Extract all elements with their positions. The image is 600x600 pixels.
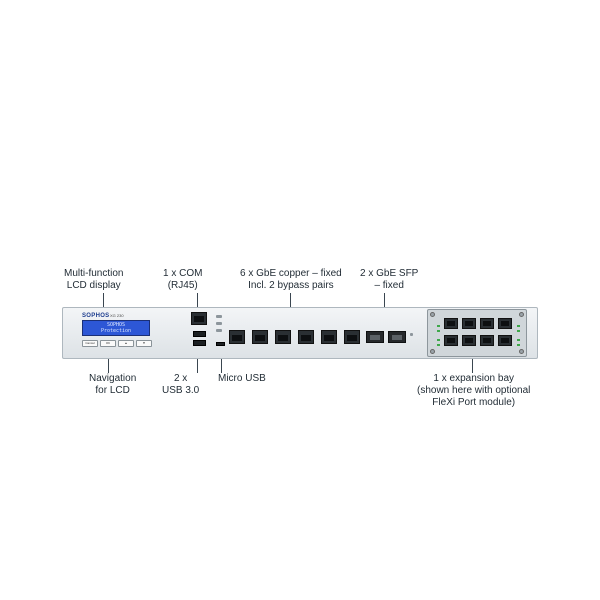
bay-screw-icon	[519, 312, 524, 317]
module-led	[437, 330, 440, 332]
callout-usb-line2: USB 3.0	[162, 385, 200, 396]
module-led	[517, 330, 520, 332]
gbe-copper-port-2[interactable]	[252, 330, 268, 344]
callout-usb-line1: 2 x	[173, 373, 188, 384]
callout-copper-line1: 6 x GbE copper – fixed	[240, 268, 342, 279]
nav-down-button[interactable]: ▼	[136, 340, 152, 347]
module-port-4[interactable]	[498, 318, 512, 329]
callout-bay-line3: FleXi Port module)	[432, 397, 516, 408]
status-led-1	[216, 315, 222, 318]
callout-lcd-line2: LCD display	[66, 280, 121, 291]
callout-com-line2: (RJ45)	[167, 280, 198, 291]
nav-ok-button[interactable]: OK	[100, 340, 116, 347]
gbe-copper-port-5[interactable]	[321, 330, 337, 344]
com-rj45-port[interactable]	[191, 312, 207, 325]
sfp-port-1[interactable]	[366, 331, 384, 343]
module-port-5[interactable]	[444, 335, 458, 346]
callout-micro-usb: Micro USB	[218, 373, 266, 385]
status-led-2	[216, 322, 222, 325]
gbe-copper-port-3[interactable]	[275, 330, 291, 344]
callout-micro-usb-line1: Micro USB	[218, 373, 266, 384]
callout-navigation: Navigation for LCD	[89, 373, 136, 397]
leader-com	[197, 293, 198, 311]
callout-com-line1: 1 x COM	[163, 268, 203, 279]
callout-lcd-line1: Multi-function	[64, 268, 124, 279]
leader-bay	[472, 357, 473, 373]
callout-copper-line2: Incl. 2 bypass pairs	[248, 280, 334, 291]
brand-logo: SOPHOS	[82, 313, 110, 319]
callout-gbe-sfp: 2 x GbE SFP – fixed	[360, 268, 418, 292]
callout-bay-line2: (shown here with optional	[417, 385, 531, 396]
lcd-display: SOPHOS Protection	[82, 320, 150, 336]
module-port-3[interactable]	[480, 318, 494, 329]
module-port-1[interactable]	[444, 318, 458, 329]
bay-screw-icon	[430, 349, 435, 354]
module-port-2[interactable]	[462, 318, 476, 329]
usb-port-1[interactable]	[193, 331, 206, 337]
callout-usb: 2 x USB 3.0	[162, 373, 199, 397]
module-led	[517, 339, 520, 341]
leader-micro-usb	[221, 351, 222, 373]
gbe-copper-port-6[interactable]	[344, 330, 360, 344]
callout-lcd-display: Multi-function LCD display	[64, 268, 123, 292]
leader-usb	[197, 351, 198, 373]
lcd-line2: Protection	[100, 328, 132, 334]
callout-nav-line1: Navigation	[89, 373, 137, 384]
leader-lcd	[103, 293, 104, 311]
bay-screw-icon	[430, 312, 435, 317]
lcd-line1: SOPHOS	[106, 322, 126, 328]
bay-screw-icon	[519, 349, 524, 354]
module-led	[437, 325, 440, 327]
callout-com-port: 1 x COM (RJ45)	[163, 268, 202, 292]
callout-gbe-copper: 6 x GbE copper – fixed Incl. 2 bypass pa…	[240, 268, 342, 292]
gbe-copper-port-4[interactable]	[298, 330, 314, 344]
module-led	[517, 325, 520, 327]
callout-sfp-line2: – fixed	[374, 280, 404, 291]
sfp-port-2[interactable]	[388, 331, 406, 343]
nav-cancel-button[interactable]: Cancel	[82, 340, 98, 347]
module-led	[517, 344, 520, 346]
usb-port-2[interactable]	[193, 340, 206, 346]
module-led	[437, 344, 440, 346]
callout-sfp-line1: 2 x GbE SFP	[360, 268, 419, 279]
module-led	[437, 339, 440, 341]
callout-bay-line1: 1 x expansion bay	[433, 373, 515, 384]
sfp-status-led	[410, 333, 413, 336]
module-port-8[interactable]	[498, 335, 512, 346]
module-port-7[interactable]	[480, 335, 494, 346]
nav-up-button[interactable]: ▲	[118, 340, 134, 347]
micro-usb-port[interactable]	[216, 342, 225, 346]
callout-expansion-bay: 1 x expansion bay (shown here with optio…	[417, 373, 530, 409]
module-port-6[interactable]	[462, 335, 476, 346]
status-led-3	[216, 329, 222, 332]
model-label: XG 230	[110, 313, 124, 318]
callout-nav-line2: for LCD	[95, 385, 130, 396]
leader-nav	[108, 347, 109, 373]
expansion-bay[interactable]	[427, 309, 527, 357]
gbe-copper-port-1[interactable]	[229, 330, 245, 344]
